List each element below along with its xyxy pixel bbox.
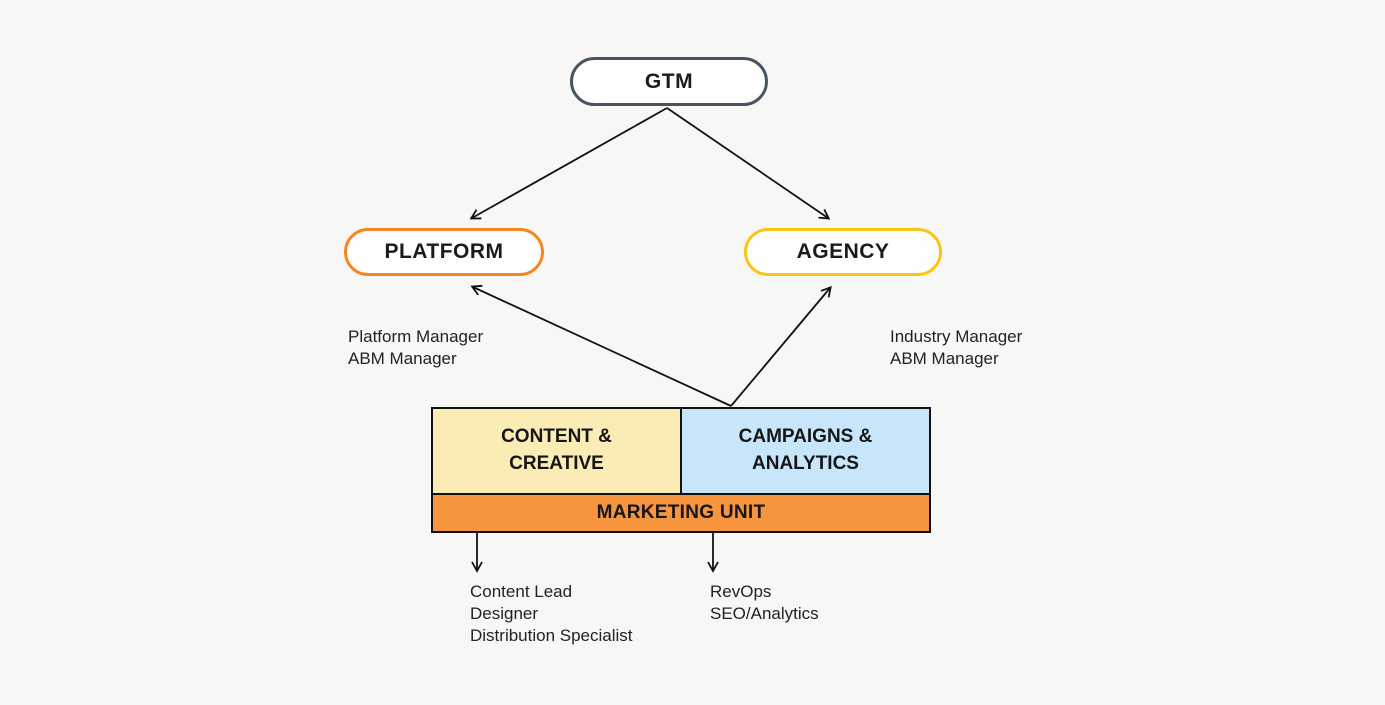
marketing-unit-box: CONTENT & CREATIVE CAMPAIGNS & ANALYTICS…: [431, 407, 931, 533]
role-item: Industry Manager: [890, 327, 1023, 346]
node-gtm: GTM: [570, 57, 768, 106]
cell-campaigns-analytics-label: CAMPAIGNS & ANALYTICS: [738, 426, 873, 474]
node-gtm-label: GTM: [644, 69, 694, 93]
connector-gtm-platform: [469, 107, 668, 220]
cell-campaigns-analytics: CAMPAIGNS & ANALYTICS: [680, 407, 931, 495]
marketing-unit-label: MARKETING UNIT: [596, 502, 766, 523]
role-item: RevOps: [710, 582, 772, 601]
platform-roles-list: Platform Manager ABM Manager: [348, 326, 483, 370]
cell-content-creative: CONTENT & CREATIVE: [431, 407, 682, 495]
role-item: Platform Manager: [348, 327, 484, 346]
content-roles-list: Content Lead Designer Distribution Speci…: [470, 581, 633, 647]
role-item: SEO/Analytics: [710, 604, 819, 623]
agency-roles-list: Industry Manager ABM Manager: [890, 326, 1022, 370]
role-item: ABM Manager: [890, 349, 999, 368]
role-item: Distribution Specialist: [470, 626, 633, 645]
role-item: Designer: [470, 604, 539, 623]
node-platform: PLATFORM: [344, 228, 544, 276]
connector-unit-platform: [470, 284, 732, 407]
node-platform-label: PLATFORM: [384, 240, 504, 263]
marketing-unit-bar: MARKETING UNIT: [431, 493, 931, 533]
connector-unit-agency: [730, 285, 832, 407]
cell-content-creative-label: CONTENT & CREATIVE: [501, 426, 612, 474]
campaign-roles-list: RevOps SEO/Analytics: [710, 581, 819, 625]
node-agency-label: AGENCY: [796, 240, 890, 263]
node-agency: AGENCY: [744, 228, 942, 276]
connector-gtm-agency: [666, 107, 831, 220]
role-item: Content Lead: [470, 582, 573, 601]
role-item: ABM Manager: [348, 349, 457, 368]
marketing-unit-cells: CONTENT & CREATIVE CAMPAIGNS & ANALYTICS: [431, 407, 931, 495]
